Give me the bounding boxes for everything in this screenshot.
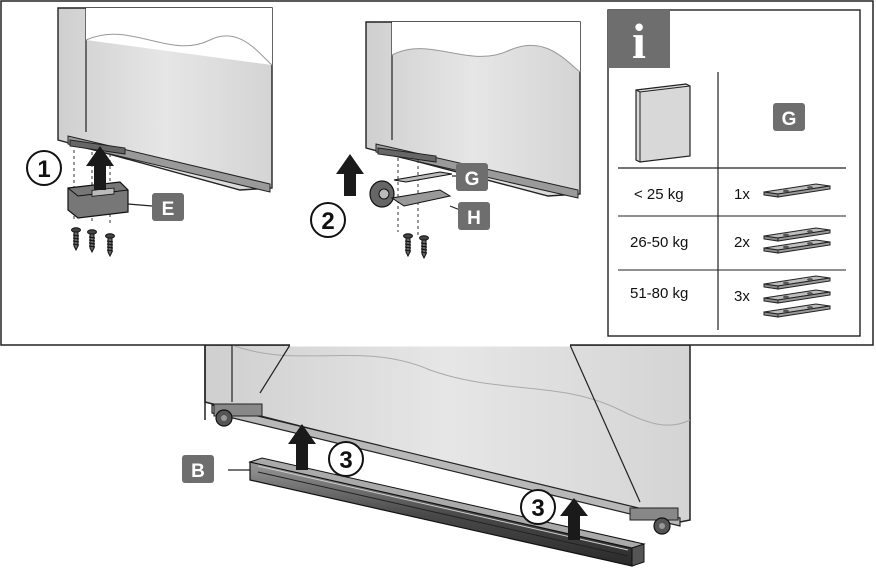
row-3-weight: 51-80 kg <box>630 285 688 302</box>
info-icon: i <box>608 10 670 69</box>
row-3-qty: 3x <box>734 288 750 305</box>
info-header-g: G <box>773 103 805 131</box>
step-2-marker: 2 <box>310 202 346 238</box>
label-b: B <box>182 455 214 483</box>
door-full <box>204 344 691 523</box>
rail-b <box>248 457 646 567</box>
row-1-qty: 1x <box>734 186 750 203</box>
step-3-marker-left: 3 <box>328 441 364 477</box>
arrow-up-left-3 <box>288 424 316 470</box>
arrow-up-right-3 <box>560 498 588 540</box>
label-h: H <box>458 202 490 230</box>
row-2-weight: 26-50 kg <box>630 234 688 251</box>
door-panel-icon <box>635 83 691 163</box>
step-3-marker-right: 3 <box>520 489 556 525</box>
step-1-detail <box>57 7 273 257</box>
row-1-weight: < 25 kg <box>634 186 684 203</box>
label-e: E <box>152 193 184 221</box>
label-e-text: E <box>162 199 175 220</box>
plates-row-3 <box>763 275 831 318</box>
label-g: G <box>456 163 488 191</box>
info-header-g-text: G <box>782 109 797 130</box>
step-3-left-label: 3 <box>339 447 352 474</box>
step-1-label: 1 <box>37 156 50 183</box>
label-b-text: B <box>191 461 205 482</box>
door-bottom-track <box>211 404 681 527</box>
info-box: i G < 25 kg 1x 26-50 kg 2x 51-80 kg 3x <box>607 9 861 337</box>
step-3-right-label: 3 <box>531 495 544 522</box>
row-2-qty: 2x <box>734 234 750 251</box>
step-1-marker: 1 <box>26 150 62 186</box>
roller-right <box>629 507 679 535</box>
step-2-label: 2 <box>321 208 334 235</box>
roller-left <box>213 403 263 427</box>
info-icon-glyph: i <box>632 13 646 69</box>
bottom-scene <box>204 344 691 567</box>
label-h-text: H <box>467 208 481 229</box>
label-g-text: G <box>465 169 480 190</box>
